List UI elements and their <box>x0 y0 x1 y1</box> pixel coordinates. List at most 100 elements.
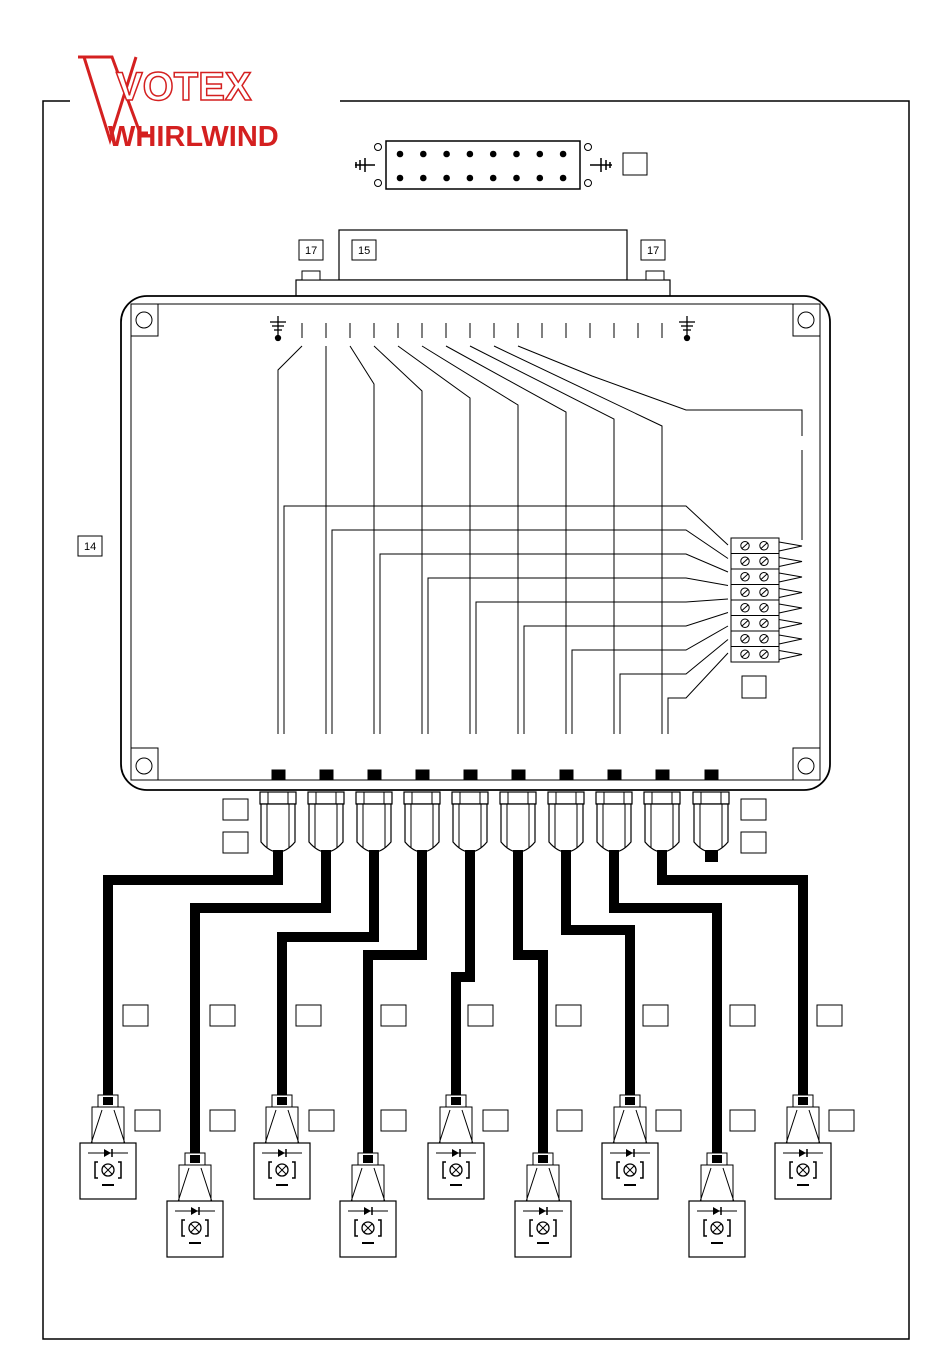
screw-terminal-icon <box>741 604 749 612</box>
terminal-position <box>731 647 779 663</box>
cable-stub <box>705 850 718 862</box>
wire-entry <box>608 770 621 779</box>
cable-gland-icon <box>693 792 729 852</box>
header-pin <box>490 151 497 158</box>
cable-gland-icon <box>644 792 680 852</box>
callout-box <box>123 1005 148 1026</box>
header-pin <box>537 151 544 158</box>
terminal-position <box>731 600 779 616</box>
header-pin <box>490 175 497 182</box>
wire-entry <box>705 770 718 779</box>
cable <box>456 850 470 1100</box>
terminal-position <box>731 554 779 570</box>
wire-entry <box>512 770 525 779</box>
wire-entry <box>272 770 285 779</box>
header-pin <box>397 175 404 182</box>
screw-terminal-icon <box>760 542 768 550</box>
brand-name-line1: VOTEX <box>116 65 252 109</box>
terminal-position <box>731 616 779 632</box>
header-pin <box>467 175 474 182</box>
callout-box <box>223 832 248 853</box>
wire-entry <box>320 770 333 779</box>
cable-gland-icon <box>596 792 632 852</box>
cable <box>566 850 630 1100</box>
cable-gland-icon <box>356 792 392 852</box>
screw-terminal-icon <box>741 573 749 581</box>
callout-box <box>643 1005 668 1026</box>
lamp-socket <box>602 1095 658 1199</box>
screw-terminal-icon <box>760 557 768 565</box>
header-pin <box>420 151 427 158</box>
header-pin <box>420 175 427 182</box>
cable-gland-icon <box>500 792 536 852</box>
header-pin <box>513 151 520 158</box>
callout-box <box>741 799 766 820</box>
callout-box <box>468 1005 493 1026</box>
header-pin <box>560 175 567 182</box>
wire-entry <box>368 770 381 779</box>
callout-17-left-label: 17 <box>305 245 317 257</box>
cable <box>518 850 543 1158</box>
header-pin <box>467 151 474 158</box>
cable-gland-icon <box>548 792 584 852</box>
lamp-socket <box>428 1095 484 1199</box>
connector-housing: 15 17 17 <box>296 230 670 296</box>
ground-icon <box>355 158 375 172</box>
cable <box>662 850 803 1100</box>
callout-box <box>623 153 647 175</box>
header-pin <box>397 151 404 158</box>
lamp-socket <box>340 1153 396 1257</box>
callout-box <box>210 1005 235 1026</box>
header-pin <box>443 175 450 182</box>
wire-entry <box>560 770 573 779</box>
cable-gland-icon <box>452 792 488 852</box>
lamp-socket <box>515 1153 571 1257</box>
callout-box <box>223 799 248 820</box>
wire-entry <box>656 770 669 779</box>
callout-box <box>556 1005 581 1026</box>
terminal-position <box>731 585 779 601</box>
screw-terminal-icon <box>760 588 768 596</box>
wire-entry <box>464 770 477 779</box>
terminal-position <box>731 538 779 554</box>
lamp-socket <box>775 1095 831 1199</box>
screw-terminal-icon <box>760 650 768 658</box>
callout-box <box>296 1005 321 1026</box>
screw-terminal-icon <box>760 604 768 612</box>
callout-box <box>135 1110 160 1131</box>
callout-box <box>741 832 766 853</box>
callout-box <box>557 1110 582 1131</box>
terminal-position <box>731 569 779 585</box>
header-pin <box>443 151 450 158</box>
callout-box <box>742 676 766 698</box>
screw-terminal-icon <box>741 588 749 596</box>
callout-box <box>381 1110 406 1131</box>
callout-box <box>730 1005 755 1026</box>
callout-box <box>309 1110 334 1131</box>
cable-gland-icon <box>260 792 296 852</box>
lamp-socket <box>689 1153 745 1257</box>
screw-terminal-icon <box>741 650 749 658</box>
callout-box <box>817 1005 842 1026</box>
junction-box <box>121 296 830 790</box>
callout-box <box>829 1110 854 1131</box>
callout-box <box>381 1005 406 1026</box>
cable-gland-icon <box>308 792 344 852</box>
callout-box <box>730 1110 755 1131</box>
header-connector <box>355 141 647 189</box>
callout-box <box>210 1110 235 1131</box>
header-pin <box>560 151 567 158</box>
screw-terminal-icon <box>741 557 749 565</box>
callout-box <box>483 1110 508 1131</box>
screw-terminal-icon <box>741 542 749 550</box>
brand-logo: VOTEX WHIRLWIND <box>70 40 340 154</box>
wire-entry <box>416 770 429 779</box>
callout-14-label: 14 <box>84 541 96 553</box>
screw-terminal-icon <box>741 619 749 627</box>
lamp-socket <box>254 1095 310 1199</box>
header-pin <box>537 175 544 182</box>
screw-terminal-icon <box>760 573 768 581</box>
header-pin <box>513 175 520 182</box>
terminal-position <box>731 631 779 647</box>
